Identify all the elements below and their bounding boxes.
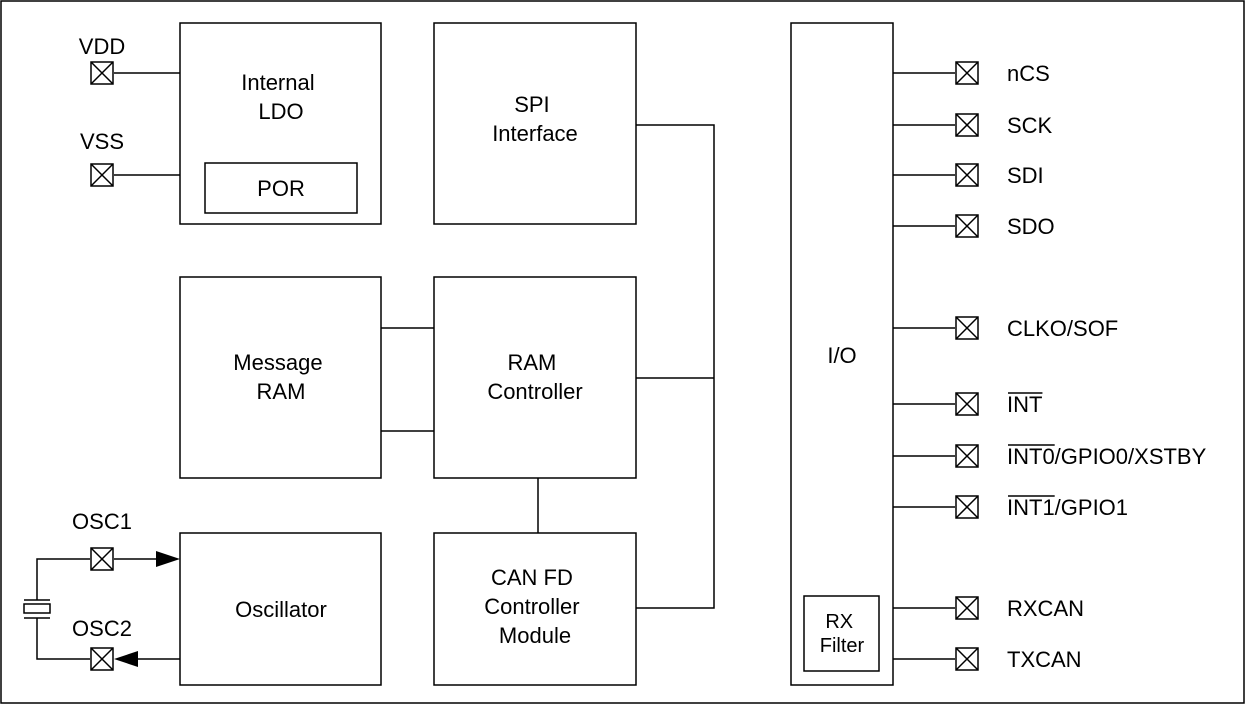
internal-bus-wire bbox=[636, 124, 715, 609]
spi-interface-block bbox=[433, 22, 637, 225]
vdd-pin-icon bbox=[90, 61, 114, 85]
pin-label-int: INT bbox=[1007, 392, 1042, 417]
pin-label-sck: SCK bbox=[1007, 113, 1053, 138]
pin-icon-int1-gpio1 bbox=[955, 495, 979, 519]
pin-icon-int0-gpio0-xstby bbox=[955, 444, 979, 468]
pin-icon-clko-sof bbox=[955, 316, 979, 340]
internal-ldo-label: Internal LDO bbox=[241, 70, 321, 124]
vss-pin-icon bbox=[90, 163, 114, 187]
pin-icon-int bbox=[955, 392, 979, 416]
osc1-pin-label: OSC1 bbox=[72, 509, 132, 534]
io-label: I/O bbox=[827, 343, 856, 368]
message-ram-block bbox=[179, 276, 382, 479]
ram-controller-block bbox=[433, 276, 637, 479]
io-pin-list: nCS SCK SDI SDO CLKO/SOF INT INT0/GPIO0/XSTBY I… bbox=[893, 61, 1207, 672]
spi-interface-label: SPI Interface bbox=[492, 92, 578, 146]
osc2-arrow-icon bbox=[114, 651, 138, 667]
crystal-wire-bottom bbox=[36, 618, 90, 660]
pin-label-sdo: SDO bbox=[1007, 214, 1055, 239]
pin-label-rxcan: RXCAN bbox=[1007, 596, 1084, 621]
rx-filter-label: RX Filter bbox=[820, 611, 865, 657]
pin-label-clko-sof: CLKO/SOF bbox=[1007, 316, 1118, 341]
osc1-arrow-icon bbox=[156, 551, 180, 567]
vss-pin-label: VSS bbox=[80, 129, 124, 154]
pin-icon-ncs bbox=[955, 61, 979, 85]
oscillator-section: Oscillator OSC1 OSC2 bbox=[23, 509, 382, 686]
pin-label-int0-gpio0-xstby: INT0/GPIO0/XSTBY bbox=[1007, 444, 1207, 469]
pin-icon-txcan bbox=[955, 647, 979, 671]
osc2-pin-icon bbox=[90, 647, 114, 671]
io-block bbox=[790, 22, 894, 686]
crystal-icon bbox=[23, 599, 51, 619]
pin-icon-rxcan bbox=[955, 596, 979, 620]
power-section: VDD VSS Internal LDO POR bbox=[79, 22, 382, 225]
pin-label-int1-gpio1: INT1/GPIO1 bbox=[1007, 495, 1128, 520]
osc2-pin-label: OSC2 bbox=[72, 616, 132, 641]
can-fd-controller-label: CAN FD Controller Module bbox=[484, 565, 586, 648]
por-label: POR bbox=[257, 176, 305, 201]
oscillator-block bbox=[179, 532, 382, 686]
ram-controller-label: RAM Controller bbox=[487, 350, 582, 404]
por-block bbox=[204, 162, 358, 214]
can-fd-controller-block bbox=[433, 532, 637, 686]
pin-icon-sdi bbox=[955, 163, 979, 187]
message-ram-label: Message RAM bbox=[233, 350, 328, 404]
vdd-pin-label: VDD bbox=[79, 34, 125, 59]
pin-label-ncs: nCS bbox=[1007, 61, 1050, 86]
crystal-wire-top bbox=[36, 558, 90, 600]
pin-icon-sdo bbox=[955, 214, 979, 238]
oscillator-label: Oscillator bbox=[235, 597, 327, 622]
pin-icon-sck bbox=[955, 113, 979, 137]
osc1-pin-icon bbox=[90, 547, 114, 571]
rx-filter-block bbox=[803, 595, 880, 672]
pin-label-sdi: SDI bbox=[1007, 163, 1044, 188]
pin-label-txcan: TXCAN bbox=[1007, 647, 1082, 672]
